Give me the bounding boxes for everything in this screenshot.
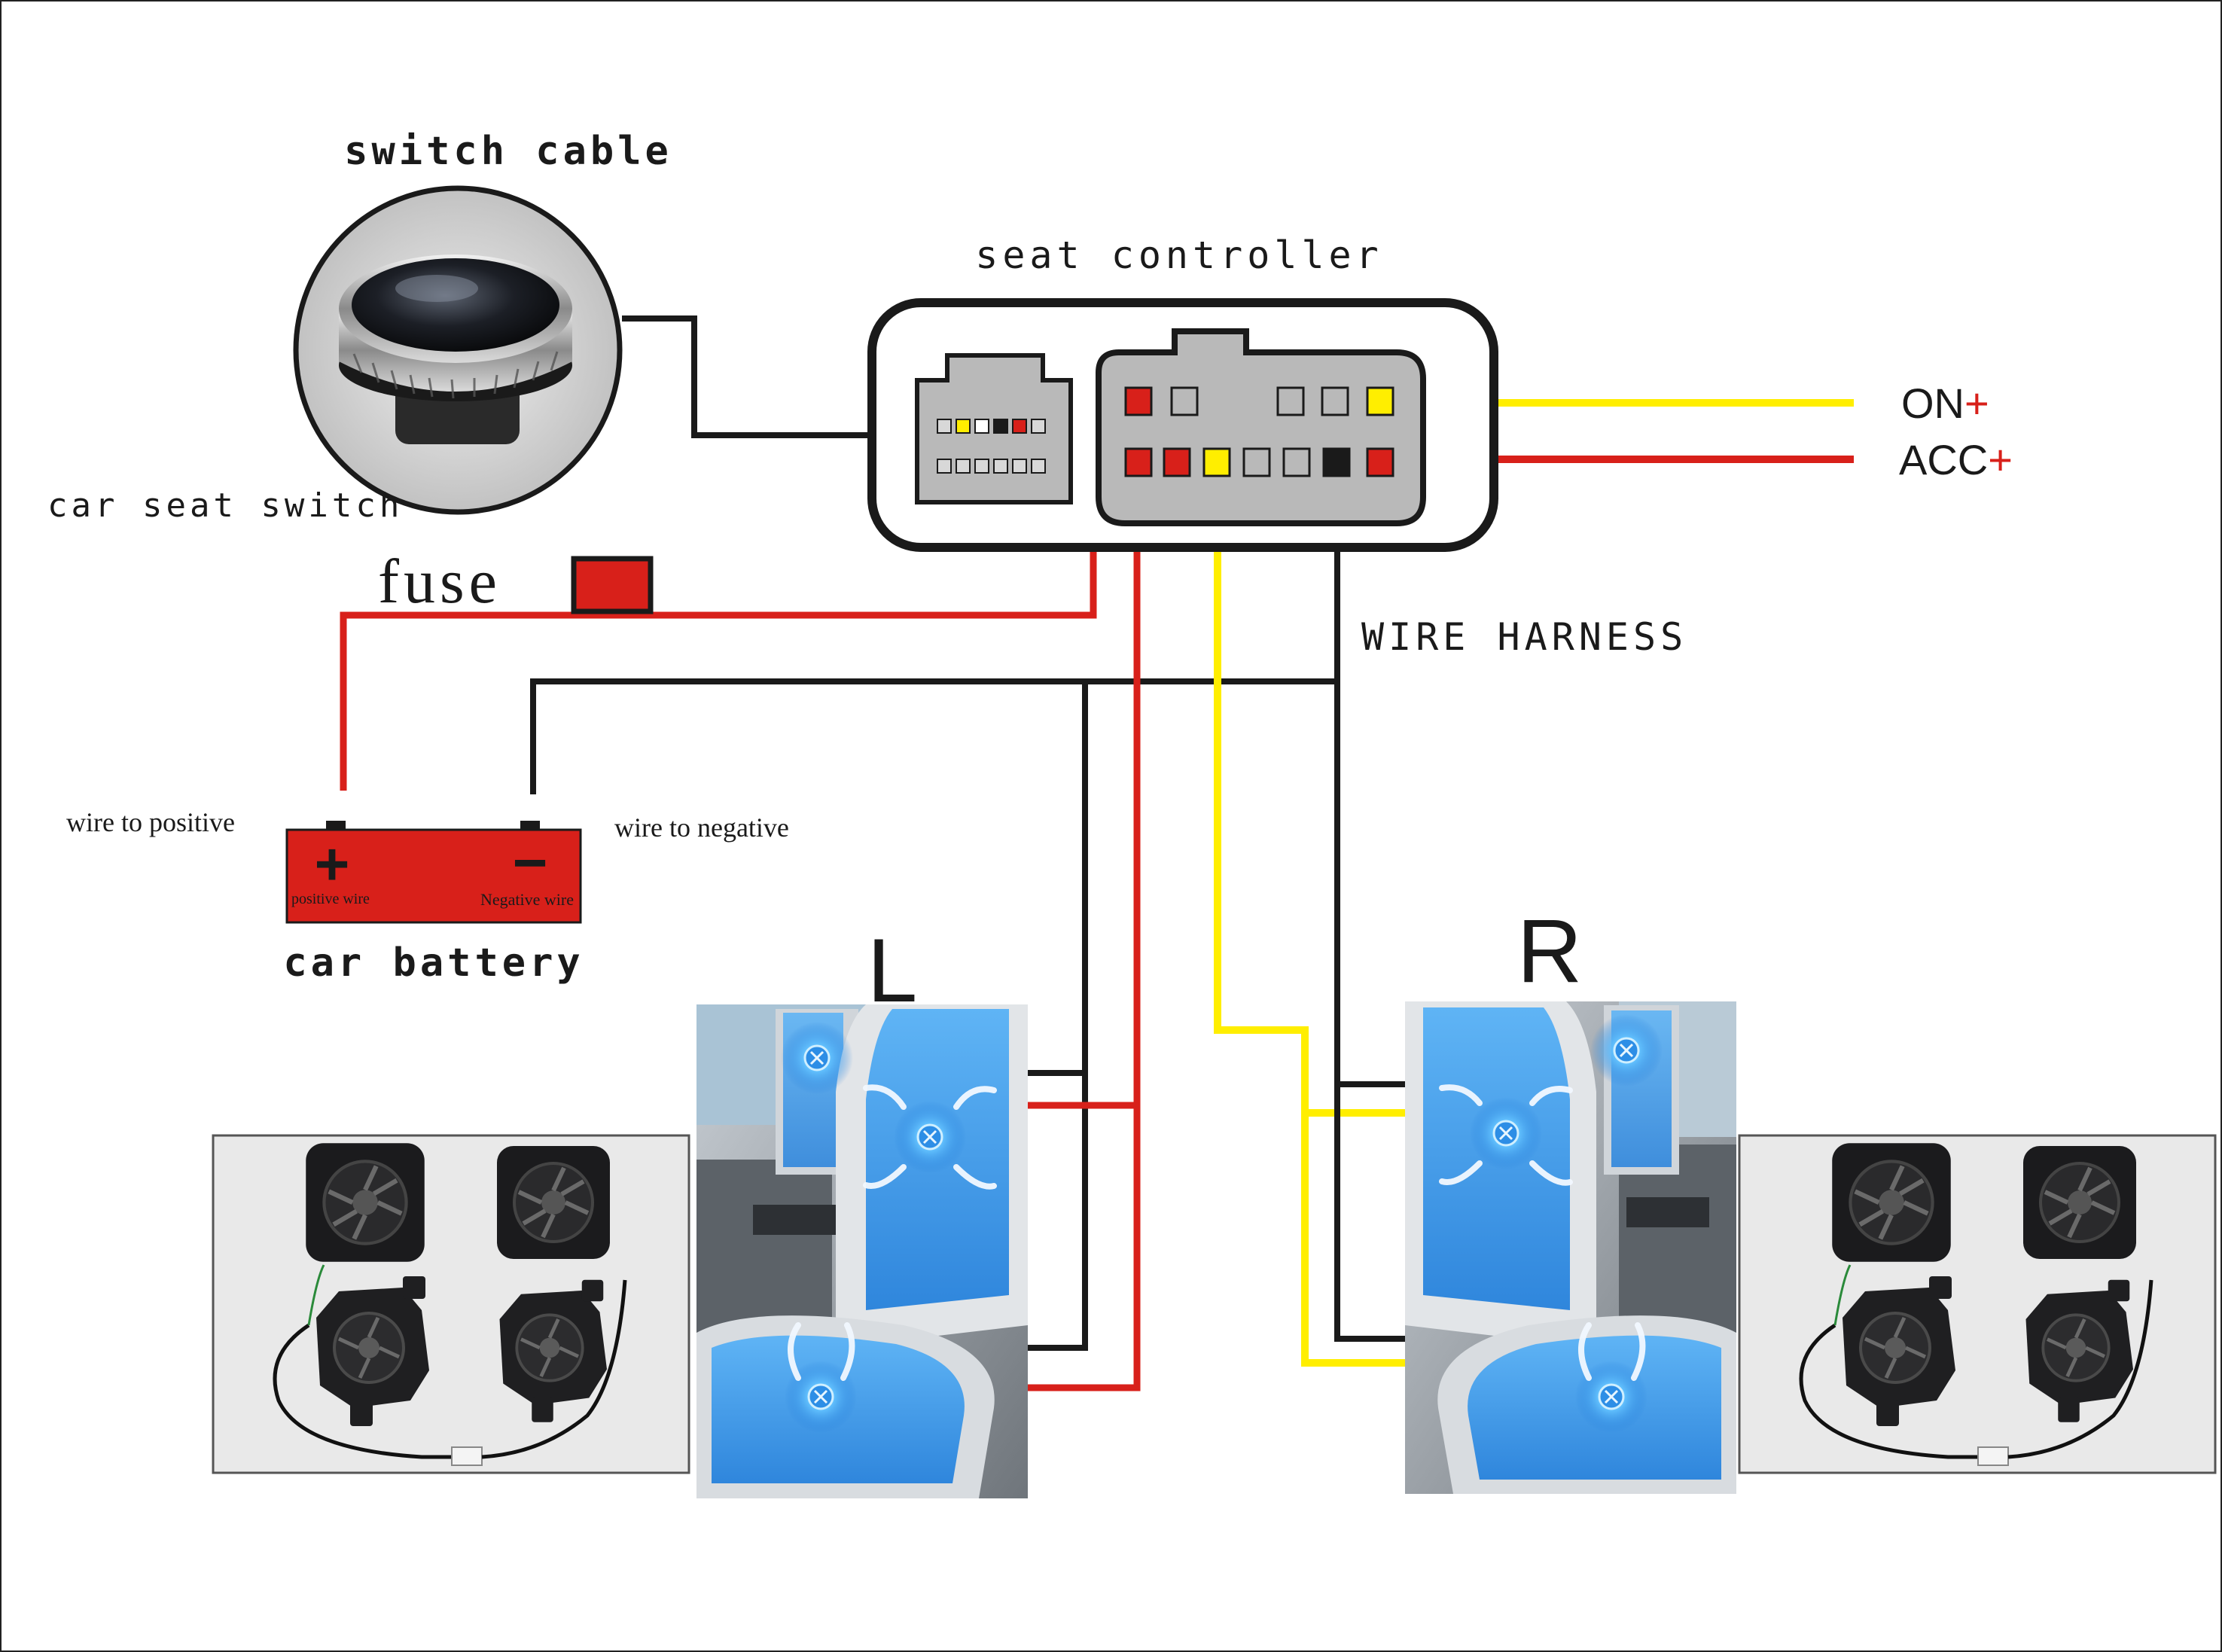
positive-wire-label: positive wire xyxy=(291,891,370,907)
small-connector xyxy=(915,353,1073,504)
right-seat-photo xyxy=(1405,1001,1736,1494)
left-seat-label: L xyxy=(867,920,918,1021)
seat-fan-icon xyxy=(497,1146,610,1259)
switch-cable-label: switch cable xyxy=(344,129,672,174)
fuse-icon xyxy=(571,556,654,614)
fuse-label: fuse xyxy=(378,547,501,617)
acc-label: ACC+ xyxy=(1899,436,2013,483)
large-connector-pins-bottom xyxy=(1124,447,1394,477)
fan-plug xyxy=(451,1446,483,1466)
right-seat-black-wire xyxy=(1334,681,1405,1342)
left-seat-photo xyxy=(696,1004,1028,1498)
seat-controller-label: seat controller xyxy=(975,233,1383,277)
wire-to-negative-label: wire to negative xyxy=(614,812,789,843)
negative-wire xyxy=(530,480,1340,794)
push-button-switch-icon xyxy=(339,255,572,444)
fan-plug xyxy=(1977,1446,2009,1466)
negative-wire-label: Negative wire xyxy=(480,890,574,909)
wire-to-positive-label: wire to positive xyxy=(66,807,235,837)
battery-plus-sign: + xyxy=(315,831,350,898)
seat-fan-icon xyxy=(2023,1146,2136,1259)
fan-cable xyxy=(1799,1323,1986,1459)
right-seat-yellow-wire xyxy=(1214,461,1405,1367)
left-seat-red-wire xyxy=(1028,461,1141,1391)
ignition-inputs: ON+ ACC+ xyxy=(1899,379,2013,483)
switch-cable-wire xyxy=(622,315,917,438)
fan-cable xyxy=(273,1323,459,1459)
car-seat-switch-label: car seat switch xyxy=(47,486,403,525)
car-battery-icon xyxy=(285,828,582,924)
small-connector-pins-bottom xyxy=(937,459,1046,474)
seat-fan-icon xyxy=(1832,1143,1951,1262)
left-fan-kit-photo xyxy=(212,1134,690,1474)
seat-controller: seat controller xyxy=(867,233,1498,552)
on-label: ON+ xyxy=(1901,379,1989,427)
car-battery: wire to positive wire to negative + − po… xyxy=(66,807,789,986)
fuse: fuse xyxy=(378,547,654,617)
car-seat-switch: switch cable car seat switch xyxy=(47,129,672,525)
right-fan-kit-photo xyxy=(1738,1134,2217,1474)
large-connector-pins-top xyxy=(1124,386,1394,416)
right-seat-label: R xyxy=(1517,901,1583,1001)
battery-minus-sign: − xyxy=(513,829,548,896)
large-connector xyxy=(1096,328,1426,526)
left-seat-black-wire xyxy=(1028,681,1088,1351)
small-connector-pins-top xyxy=(937,419,1046,434)
car-battery-label: car battery xyxy=(283,940,584,986)
wire-harness-label: WIRE HARNESS xyxy=(1361,615,1687,659)
seat-fan-icon xyxy=(306,1143,425,1262)
